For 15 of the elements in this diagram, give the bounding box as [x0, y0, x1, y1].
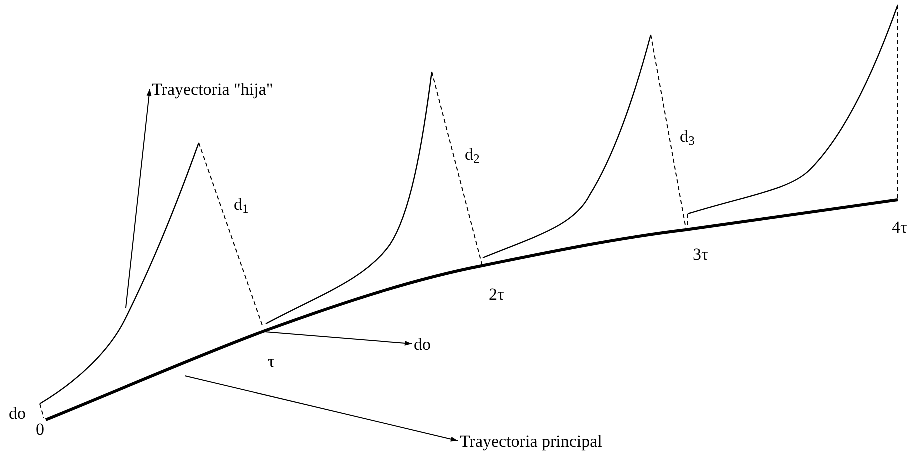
- annotation-text: Trayectoria principal: [460, 432, 602, 451]
- point-label: 2τ: [489, 285, 504, 305]
- annotation-text: do: [414, 335, 431, 354]
- arrow: [126, 88, 152, 308]
- point-label: 4τ: [892, 218, 908, 238]
- arrow: [264, 332, 412, 346]
- annotation-text: Trayectoria "hija": [152, 80, 274, 99]
- point-label: d$_{2}$: [465, 145, 480, 165]
- point-label: 0: [36, 420, 44, 440]
- point-label: d$_{1}$: [234, 195, 249, 215]
- point-label: τ: [268, 352, 275, 372]
- arrow: [184, 376, 458, 442]
- point-label: d$_{3}$: [680, 127, 695, 147]
- point-label: 3τ: [693, 245, 708, 265]
- point-label: do: [9, 404, 26, 424]
